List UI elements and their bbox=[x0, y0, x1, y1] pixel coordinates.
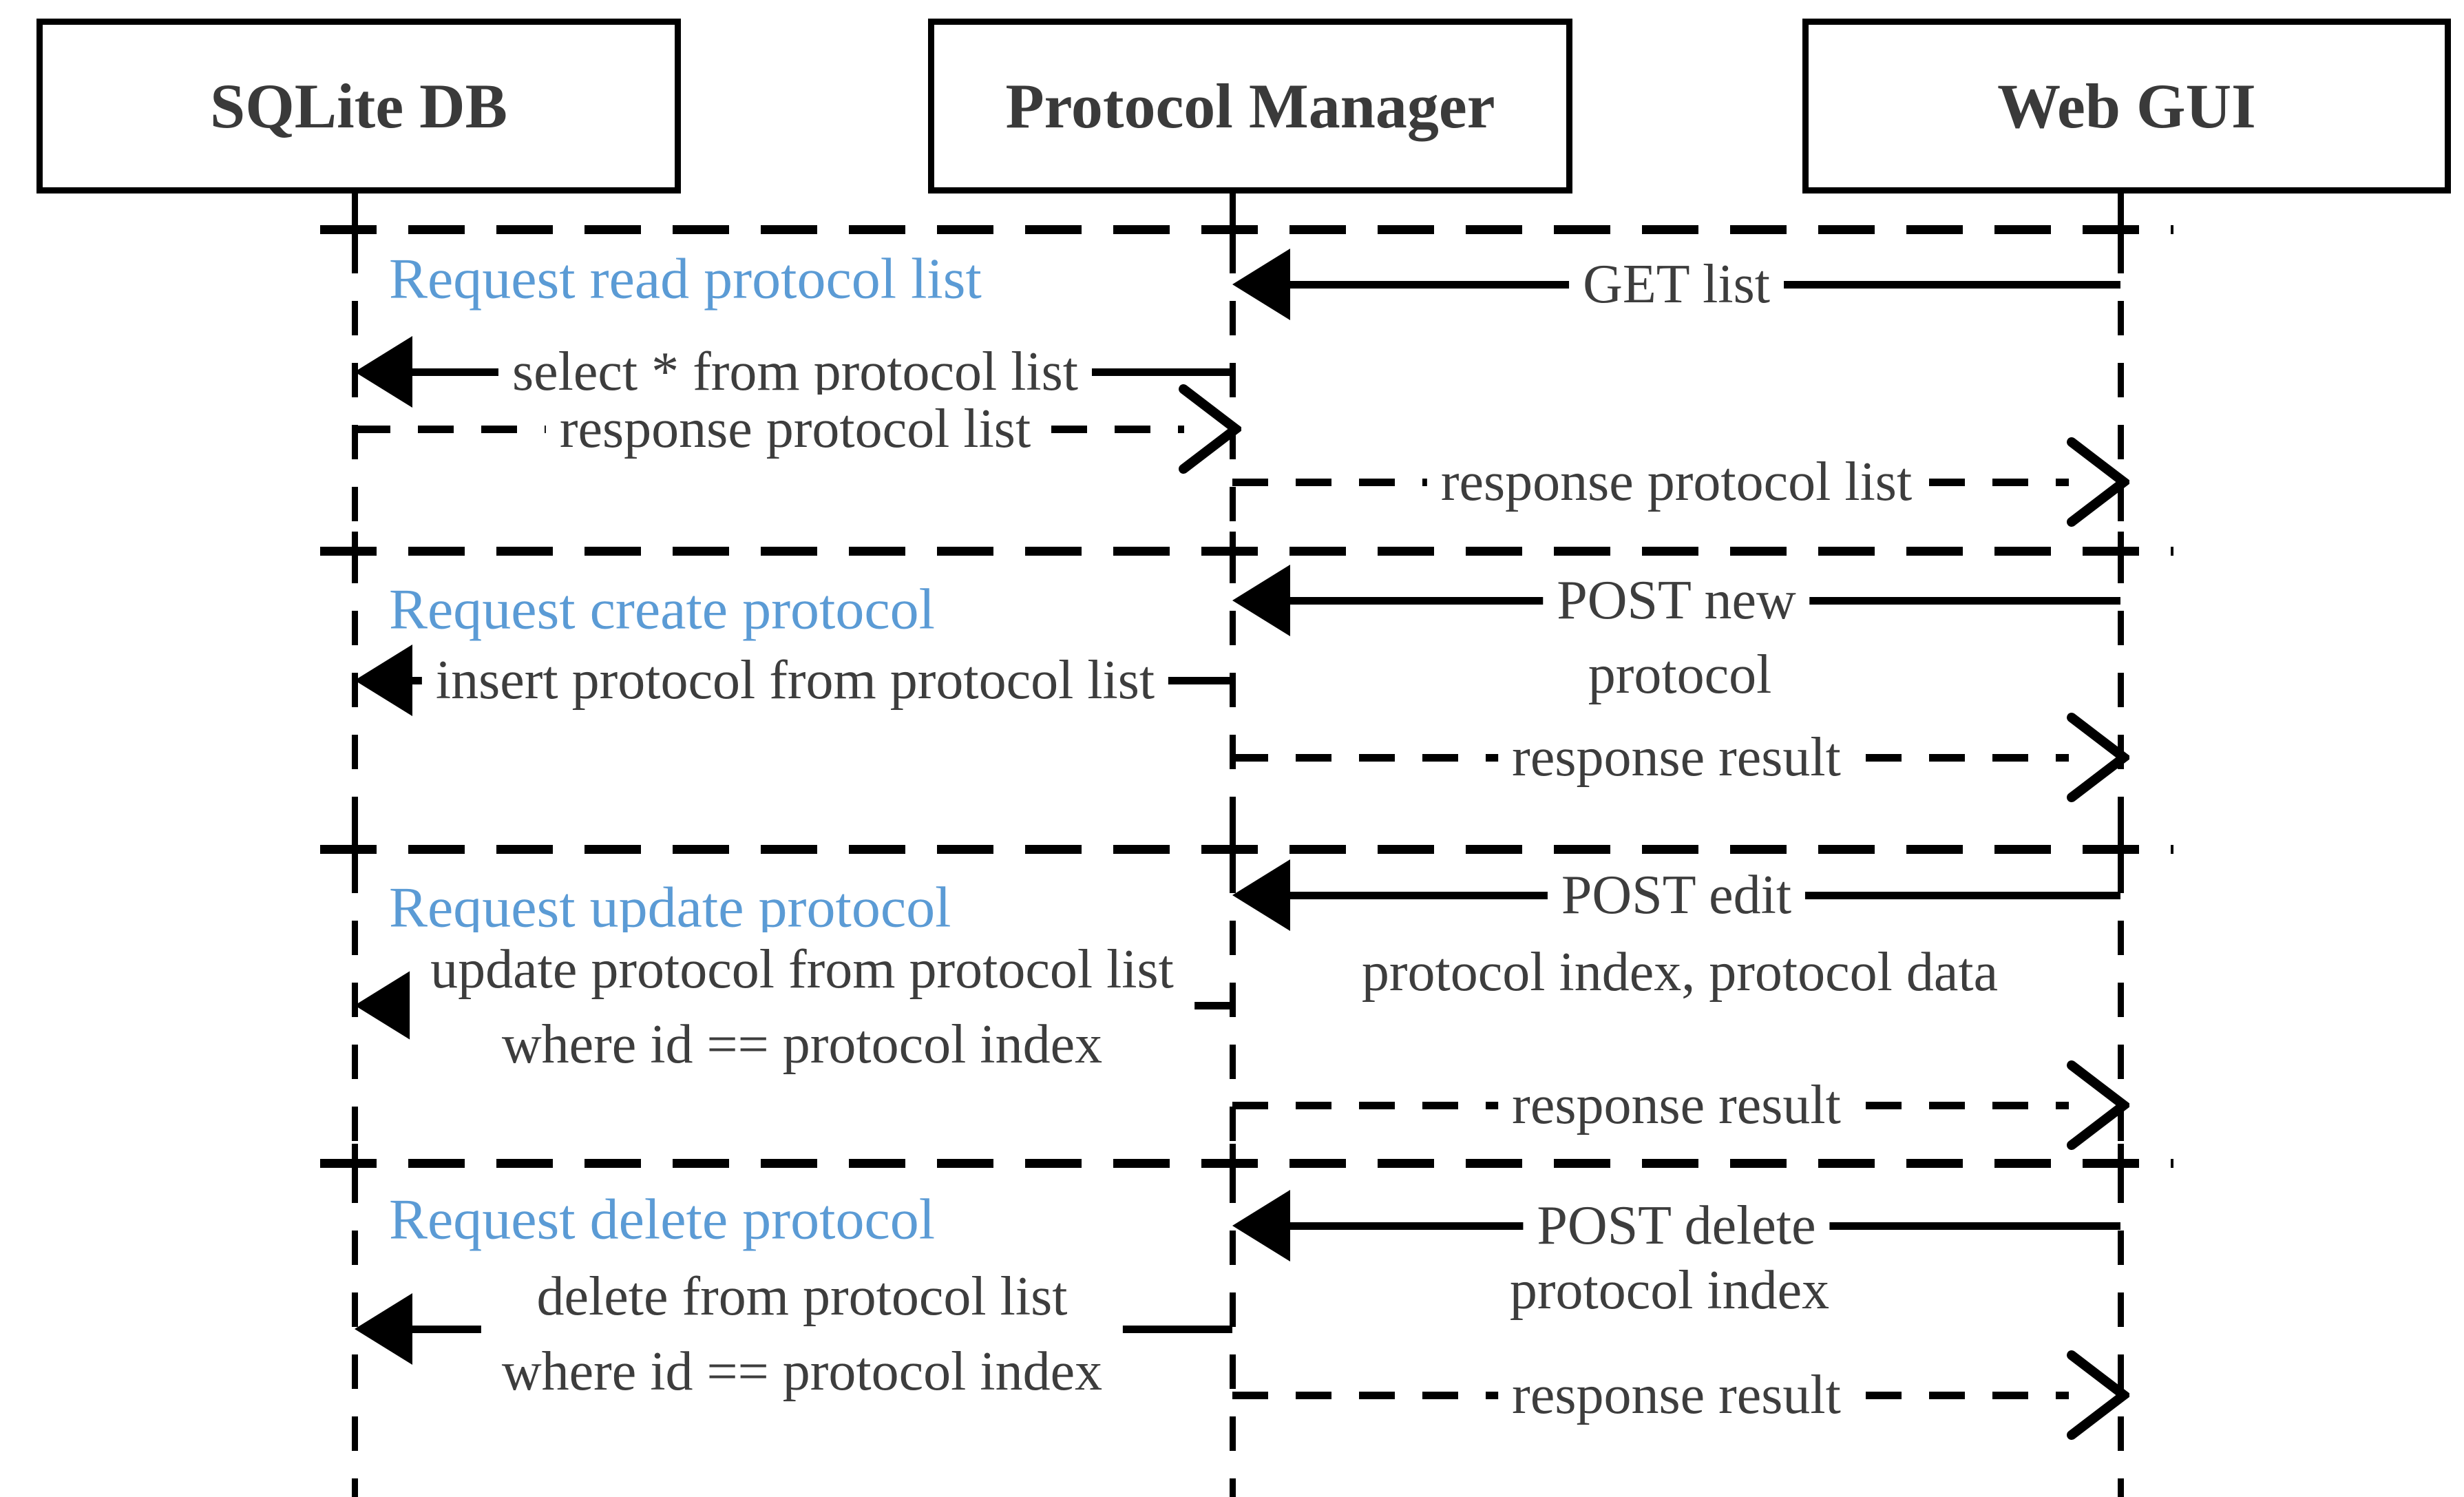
arrowhead-left-icon bbox=[355, 1293, 412, 1365]
message-update-label-line1: update protocol from protocol list bbox=[430, 939, 1174, 1000]
arrowhead-left-icon bbox=[1232, 859, 1290, 931]
message-delete-label-line2: where id == protocol index bbox=[501, 1341, 1103, 1402]
arrowhead-right-open-icon bbox=[2067, 1060, 2129, 1150]
arrowhead-left-icon bbox=[355, 645, 412, 716]
message-insert-label: insert protocol from protocol list bbox=[421, 646, 1169, 715]
message-post-edit-label: POST edit bbox=[1547, 861, 1806, 930]
message-response-result-label: response result bbox=[1498, 723, 1855, 792]
lifeline-tick bbox=[352, 532, 358, 570]
message-get-list-label: GET list bbox=[1569, 250, 1784, 319]
lifeline-tick bbox=[1230, 1144, 1236, 1182]
message-update-label: update protocol from protocol list where… bbox=[410, 932, 1194, 1082]
message-response-result-label: response result bbox=[1498, 1361, 1855, 1430]
arrowhead-right-open-icon bbox=[2067, 1350, 2129, 1440]
lifeline-stub-protocol-manager bbox=[1230, 193, 1236, 239]
request-label-delete: Request delete protocol bbox=[382, 1186, 943, 1253]
arrowhead-left-icon bbox=[355, 336, 412, 408]
actor-label-web-gui: Web GUI bbox=[1997, 71, 2256, 141]
lifeline-tick bbox=[1230, 532, 1236, 570]
separator-3 bbox=[320, 845, 2173, 854]
lifeline-tick bbox=[1230, 830, 1236, 868]
actor-label-protocol-manager: Protocol Manager bbox=[1005, 71, 1495, 141]
lifeline-tick bbox=[2118, 830, 2124, 868]
arrowhead-left-icon bbox=[1232, 1190, 1290, 1262]
message-response-list-right-label: response protocol list bbox=[1426, 448, 1926, 516]
message-post-new-label-line2: protocol bbox=[1577, 640, 1783, 709]
arrowhead-left-icon bbox=[355, 970, 412, 1041]
arrowhead-right-open-icon bbox=[2067, 713, 2129, 802]
actor-label-sqlite-db: SQLite DB bbox=[210, 71, 507, 141]
lifeline-tick bbox=[352, 830, 358, 868]
message-post-delete-label: POST delete bbox=[1523, 1191, 1830, 1260]
message-update-label-line2: where id == protocol index bbox=[501, 1014, 1103, 1075]
request-label-read: Request read protocol list bbox=[382, 245, 989, 313]
separator-2 bbox=[320, 547, 2173, 556]
separator-1 bbox=[320, 225, 2173, 234]
message-delete-label: delete from protocol list where id == pr… bbox=[481, 1259, 1124, 1410]
request-label-update: Request update protocol bbox=[382, 874, 958, 941]
actor-box-web-gui: Web GUI bbox=[1802, 19, 2451, 193]
message-post-edit-label-line2: protocol index, protocol data bbox=[1350, 938, 2010, 1007]
lifeline-tick bbox=[2118, 532, 2124, 570]
arrowhead-left-icon bbox=[1232, 249, 1290, 320]
lifeline-stub-sqlite bbox=[352, 193, 358, 239]
lifeline-tick bbox=[2118, 1144, 2124, 1182]
actor-box-protocol-manager: Protocol Manager bbox=[928, 19, 1572, 193]
request-label-create: Request create protocol bbox=[382, 576, 942, 643]
lifeline-tick bbox=[352, 1144, 358, 1182]
arrowhead-left-icon bbox=[1232, 565, 1290, 636]
arrowhead-right-open-icon bbox=[2067, 437, 2129, 527]
message-post-delete-label-line2: protocol index bbox=[1498, 1256, 1841, 1325]
message-post-new-label: POST new bbox=[1543, 566, 1810, 635]
separator-4 bbox=[320, 1159, 2173, 1168]
lifeline-stub-web-gui bbox=[2118, 193, 2124, 239]
message-delete-label-line1: delete from protocol list bbox=[536, 1266, 1068, 1327]
actor-box-sqlite-db: SQLite DB bbox=[36, 19, 681, 193]
message-response-list-left-label: response protocol list bbox=[545, 395, 1045, 463]
arrowhead-right-open-icon bbox=[1179, 384, 1241, 474]
message-response-result-label: response result bbox=[1498, 1071, 1855, 1140]
